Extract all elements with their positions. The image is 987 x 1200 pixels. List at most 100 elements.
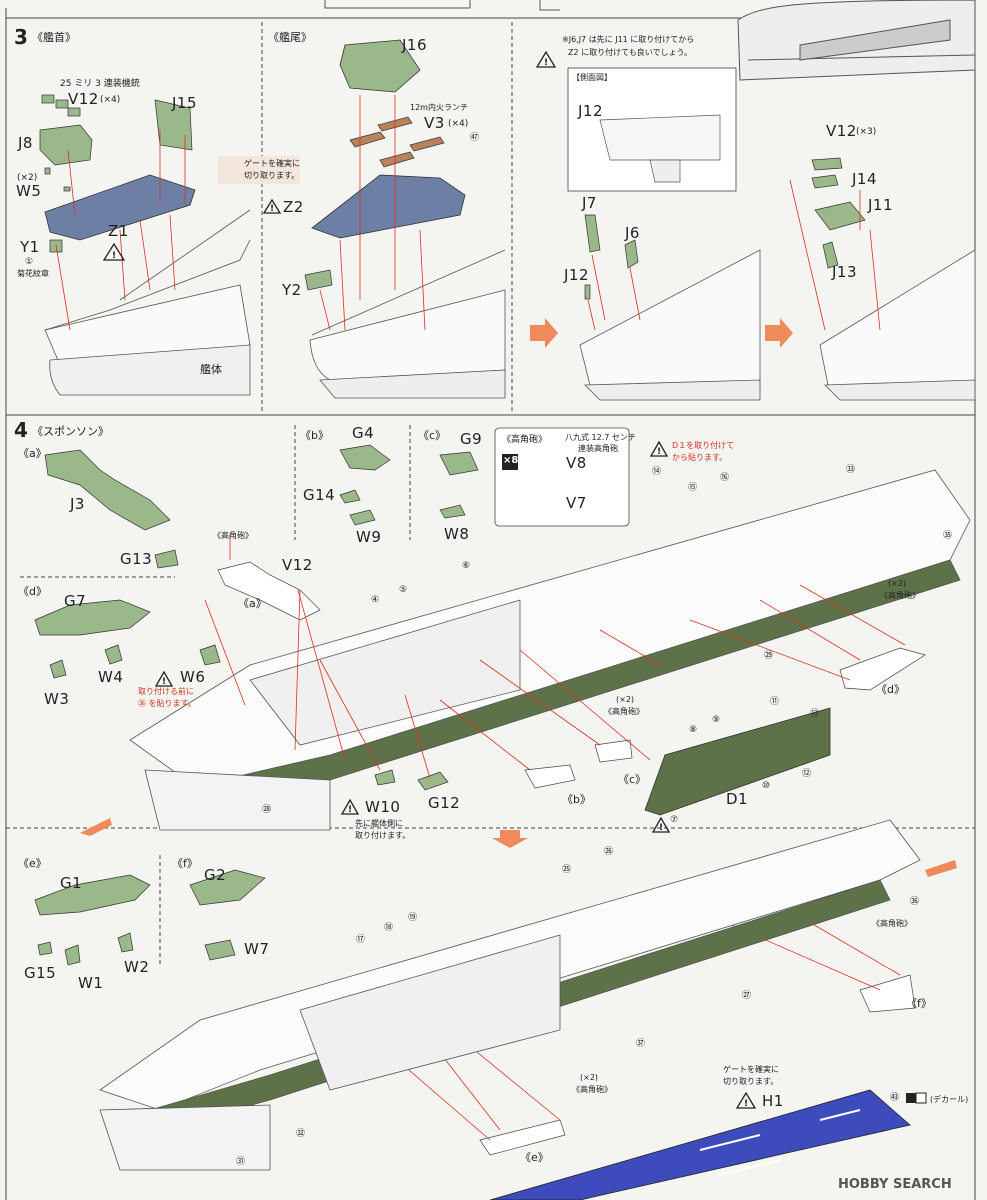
svg-text:!: ! xyxy=(112,251,116,261)
j16-part xyxy=(339,39,421,93)
w9-label: W9 xyxy=(356,528,382,546)
decal-19: ⑲ xyxy=(408,913,418,923)
decal-18: ⑱ xyxy=(384,923,394,933)
g1-label: G1 xyxy=(60,874,83,892)
svg-text:!: ! xyxy=(659,823,663,833)
v12b-label: V12 xyxy=(826,122,857,140)
v12-mult: (×4) xyxy=(100,95,121,105)
w7-label: W7 xyxy=(244,940,270,958)
gate-note-box xyxy=(218,156,300,184)
note-top-l1: ※J6,J7 は先に J11 に取り付けてから xyxy=(562,35,695,44)
step4-heading: 《スポンソン》 xyxy=(32,425,109,438)
decal-27: ㉗ xyxy=(742,991,752,1001)
decal-8: ⑧ xyxy=(689,725,698,735)
step-arrows xyxy=(80,318,957,877)
j3-label: J3 xyxy=(70,495,85,513)
x2-label: (×2) xyxy=(616,695,635,704)
w5-mult: (×2) xyxy=(17,173,38,183)
x2b-label: (×2) xyxy=(888,579,907,588)
g1-part xyxy=(34,874,151,916)
step3-number: 3 xyxy=(14,25,28,49)
note-top-l2: Z2 に取り付けても良いでしょう。 xyxy=(568,48,692,57)
z2-deck-part xyxy=(311,174,466,239)
sub-e-label: 《e》 xyxy=(18,857,47,870)
w5-label: W5 xyxy=(16,182,42,200)
j6-label: J6 xyxy=(625,224,640,242)
d1-note-l2: から貼ります。 xyxy=(672,453,728,462)
w10-note-l2: 取り付けます。 xyxy=(355,831,411,840)
decal-32: ㉜ xyxy=(296,1129,306,1139)
d1-part xyxy=(644,707,831,816)
svg-text:!: ! xyxy=(270,204,274,214)
j12-side-label: J12 xyxy=(578,102,604,120)
h1-note-l2: 切り取ります。 xyxy=(723,1077,779,1086)
sub-c-mark: 《c》 xyxy=(618,773,647,786)
sub-a-label: 《a》 xyxy=(18,447,47,460)
w1-label: W1 xyxy=(78,974,104,992)
decal-6: ⑥ xyxy=(462,561,471,571)
y1-note: 菊花紋章 xyxy=(17,269,49,278)
w4-label: W4 xyxy=(98,668,124,686)
watermark: HOBBY SEARCH xyxy=(838,1177,952,1192)
decal-7: ⑦ xyxy=(670,815,679,825)
sub-e-mark: 《e》 xyxy=(520,1151,549,1164)
h1-note-l1: ゲートを確実に xyxy=(723,1065,779,1074)
j15-label: J15 xyxy=(172,94,198,112)
svg-text:!: ! xyxy=(657,447,661,457)
sub-b-mark: 《b》 xyxy=(562,793,591,806)
v3-label: V3 xyxy=(424,114,445,132)
decal-16: ⑯ xyxy=(720,473,730,483)
y1-label: Y1 xyxy=(20,238,40,256)
aa-label-4: 《高角砲》 xyxy=(872,919,912,928)
decal-15: ⑮ xyxy=(688,483,698,493)
g7-label: G7 xyxy=(64,592,87,610)
hull-label: 艦体 xyxy=(200,363,222,376)
w3-label: W3 xyxy=(44,690,70,708)
h1-flight-deck xyxy=(489,1089,911,1200)
decal-17: ⑰ xyxy=(356,935,366,945)
w8-label: W8 xyxy=(444,525,470,543)
j14-label: J14 xyxy=(852,170,878,188)
j7-label: J7 xyxy=(582,194,597,212)
svg-text:!: ! xyxy=(544,58,548,68)
gun-caption: 25 ミリ 3 連装機銃 xyxy=(60,79,140,89)
h1-label: H1 xyxy=(762,1092,784,1110)
g9-label: G9 xyxy=(460,430,483,448)
x2c-label: (×2) xyxy=(580,1073,599,1082)
sub-a-mark: 《a》 xyxy=(238,597,267,610)
w6-note-l1: 取り付ける前に xyxy=(138,687,194,696)
decal-4: ④ xyxy=(371,595,380,605)
g12-label: G12 xyxy=(428,794,461,812)
z1-label: Z1 xyxy=(108,222,129,240)
step4-number: 4 xyxy=(14,418,28,442)
decal-31: ㉛ xyxy=(236,1157,246,1167)
aa-label-2: 《高角砲》 xyxy=(604,707,644,716)
step3-stern-heading: 《艦尾》 xyxy=(268,31,312,44)
j13-label: J13 xyxy=(832,263,858,281)
svg-text:!: ! xyxy=(744,1099,748,1109)
decal-29: ㉙ xyxy=(764,651,774,661)
j12-label: J12 xyxy=(564,266,590,284)
z1-deck-part xyxy=(44,174,196,241)
y2-label: Y2 xyxy=(282,281,302,299)
decal-37: ㊲ xyxy=(636,1039,646,1049)
sub-f-mark: 《f》 xyxy=(906,997,932,1010)
v3-mult: (×4) xyxy=(448,119,469,129)
v12-label: V12 xyxy=(68,90,99,108)
svg-text:!: ! xyxy=(348,805,352,815)
v7-label: V7 xyxy=(566,494,587,512)
w10-note-l1: 先に艦体側に xyxy=(355,819,403,828)
aa-label-5: 《高角砲》 xyxy=(572,1085,612,1094)
decal-28: ㉘ xyxy=(262,805,272,815)
g13-label: G13 xyxy=(120,550,153,568)
j3-part xyxy=(44,449,171,531)
sub-c-label: 《c》 xyxy=(418,429,447,442)
aa-box-caption-l1: 八九式 12.7 センチ xyxy=(565,433,636,442)
sub-d-mark: 《d》 xyxy=(876,683,905,696)
side-view-label: 【側面図】 xyxy=(572,73,612,82)
gate-note-l2: 切り取ります。 xyxy=(244,171,300,180)
j16-label: J16 xyxy=(402,36,428,54)
decal-5: ⑤ xyxy=(399,585,408,595)
decal-13: ⑬ xyxy=(810,709,820,719)
